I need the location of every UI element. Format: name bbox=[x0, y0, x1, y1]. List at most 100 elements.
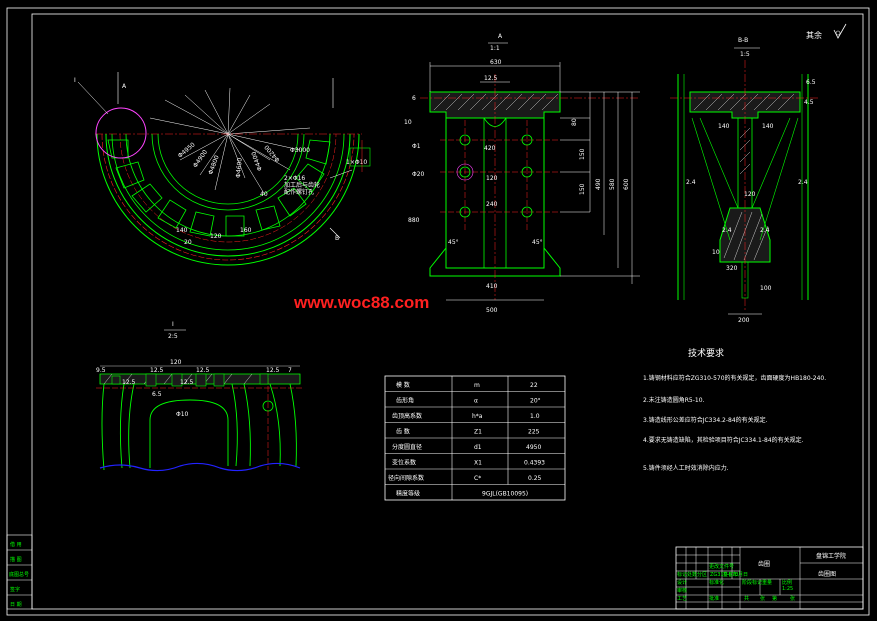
drawing-label: 底图总号 bbox=[9, 571, 29, 578]
drawing-label: 12.5 bbox=[180, 379, 194, 386]
drawing-label: 9.5 bbox=[96, 367, 106, 374]
drawing-label: 张 bbox=[760, 595, 765, 602]
drawing-label: 分区 bbox=[697, 571, 707, 578]
drawing-label: 500 bbox=[486, 307, 498, 314]
drawing-label: 12.5 bbox=[266, 367, 280, 374]
drawing-label: 盘锦工学院 bbox=[816, 552, 846, 560]
drawing-label: 200 bbox=[738, 317, 750, 324]
drawing-label: 150 bbox=[579, 183, 586, 195]
drawing-label: 20° bbox=[530, 398, 541, 405]
drawing-label: I bbox=[74, 77, 76, 84]
drawing-label: 重量 bbox=[762, 579, 772, 586]
drawing-label: 630 bbox=[490, 59, 502, 66]
drawing-label: 模 数 bbox=[396, 381, 410, 389]
drawing-label: 2.4 bbox=[722, 227, 732, 234]
drawing-label: 410 bbox=[486, 283, 498, 290]
roughness-symbol bbox=[833, 23, 847, 39]
drawing-label: 共 bbox=[744, 595, 749, 602]
drawing-label: 批准 bbox=[709, 595, 719, 602]
detail-i-view: I 2:5 9 bbox=[96, 321, 304, 472]
drawing-label: 标准化 bbox=[709, 579, 724, 586]
drawing-label: 更改文件号 bbox=[709, 563, 734, 570]
drawing-label: 240 bbox=[486, 201, 498, 208]
drawing-label: 第 bbox=[772, 595, 777, 602]
drawing-label: 2:5 bbox=[168, 333, 178, 340]
drawing-label: 0.25 bbox=[528, 475, 542, 482]
section-a-view: A 1:1 bbox=[404, 33, 640, 314]
outer-frame bbox=[6, 7, 870, 616]
drawing-label: 140 bbox=[762, 123, 774, 130]
drawing-label: 齿形角 bbox=[396, 397, 414, 405]
drawing-label: d1 bbox=[474, 444, 482, 451]
drawing-label: 年月日 bbox=[733, 571, 748, 578]
drawing-label: 320 bbox=[726, 265, 738, 272]
drawing-label: 80 bbox=[571, 118, 578, 126]
drawing-label: 2.4 bbox=[760, 227, 770, 234]
drawing-label: 490 bbox=[595, 178, 602, 190]
drawing-label: 12.5 bbox=[196, 367, 210, 374]
drawing-label: 6.5 bbox=[806, 79, 816, 86]
drawing-label: 10 bbox=[712, 249, 720, 256]
drawing-label: 6 bbox=[412, 95, 416, 102]
drawing-label: 10 bbox=[404, 119, 412, 126]
drawing-label: 225 bbox=[528, 429, 540, 436]
drawing-label: Φ4600 bbox=[235, 157, 244, 178]
drawing-label: 4.5 bbox=[804, 99, 814, 106]
drawing-label: 描 图 bbox=[10, 556, 22, 563]
drawing-label: 160 bbox=[240, 227, 252, 234]
drawing-label: 齿圈 bbox=[758, 560, 770, 568]
drawing-label: Φ4800 bbox=[207, 154, 220, 175]
drawing-label: 借 用 bbox=[10, 541, 22, 548]
drawing-label: 配作螺钉孔 bbox=[284, 188, 314, 196]
drawing-label: 齿顶高系数 bbox=[392, 412, 422, 420]
drawing-label: 张 bbox=[790, 595, 795, 602]
drawing-label: 9GJL(GB10095) bbox=[482, 491, 528, 498]
drawing-label: m bbox=[474, 382, 480, 389]
drawing-label: 1:1 bbox=[490, 45, 500, 52]
drawing-label: 分度圆直径 bbox=[392, 443, 422, 451]
drawing-label: 2.未注铸造圆角R5-10. bbox=[643, 396, 705, 404]
drawing-label: 12.5 bbox=[122, 379, 136, 386]
drawing-label: 580 bbox=[609, 178, 616, 190]
drawing-label: 精度等级 bbox=[396, 490, 420, 498]
drawing-label: 阶段标记 bbox=[742, 579, 762, 586]
drawing-label: 1:25 bbox=[782, 586, 793, 592]
drawing-label: 120 bbox=[210, 233, 222, 240]
drawing-label: 880 bbox=[408, 217, 420, 224]
roughness-other-label: 其余 bbox=[806, 30, 822, 40]
drawing-label: α bbox=[474, 398, 478, 405]
drawing-label: 2×Φ16 bbox=[284, 175, 305, 182]
drawing-label: B bbox=[335, 235, 339, 242]
drawing-label: h*a bbox=[472, 413, 483, 420]
drawing-label: 22 bbox=[530, 382, 538, 389]
drawing-label: X1 bbox=[474, 460, 482, 467]
drawing-label: 1×Φ10 bbox=[346, 159, 367, 166]
drawing-label: 签名 bbox=[723, 571, 733, 578]
drawing-label: 比例 bbox=[782, 579, 792, 586]
drawing-label: 45° bbox=[532, 239, 543, 246]
drawing-label: 1.铸钢材料应符合ZG310-570的有关规定，齿面硬度为HB180-240. bbox=[643, 374, 826, 382]
drawing-label: 0.4393 bbox=[524, 460, 545, 467]
technical-requirements: 技术要求 1.铸钢材料应符合ZG310-570的有关规定，齿面硬度为HB180-… bbox=[643, 347, 826, 472]
drawing-label: Φ20 bbox=[412, 171, 425, 178]
drawing-label: 2.4 bbox=[686, 179, 696, 186]
drawing-label: 处数 bbox=[687, 571, 697, 578]
drawing-label: 100 bbox=[760, 285, 772, 292]
drawing-label: 600 bbox=[623, 178, 630, 190]
drawing-label: 标记 bbox=[677, 571, 687, 578]
drawing-label: 4.要求无铸造缺陷，其检验项目符合JC334.1-84的有关规定. bbox=[643, 436, 804, 444]
drawing-label: 齿圈图 bbox=[818, 570, 836, 578]
drawing-label: 工艺 bbox=[677, 596, 687, 602]
drawing-label: 20 bbox=[184, 239, 192, 246]
drawing-label: 420 bbox=[484, 145, 496, 152]
drawing-label: 6.5 bbox=[152, 391, 162, 398]
drawing-label: Φ1 bbox=[412, 143, 421, 150]
drawing-label: 2.4 bbox=[798, 179, 808, 186]
drawing-label: 1.0 bbox=[530, 413, 540, 420]
section-bb-view: B-B 1:5 bbox=[670, 37, 820, 324]
drawing-label: 设计 bbox=[677, 579, 687, 586]
drawing-label: 120 bbox=[486, 175, 498, 182]
drawing-label: 3.铸造线形公差应符合JC334.2-84的有关规定. bbox=[643, 416, 768, 424]
title-block: 齿圈 盘锦工学院 齿圈图 ZG310-570 1:25 标记 处数 分区 更改文… bbox=[675, 546, 864, 610]
